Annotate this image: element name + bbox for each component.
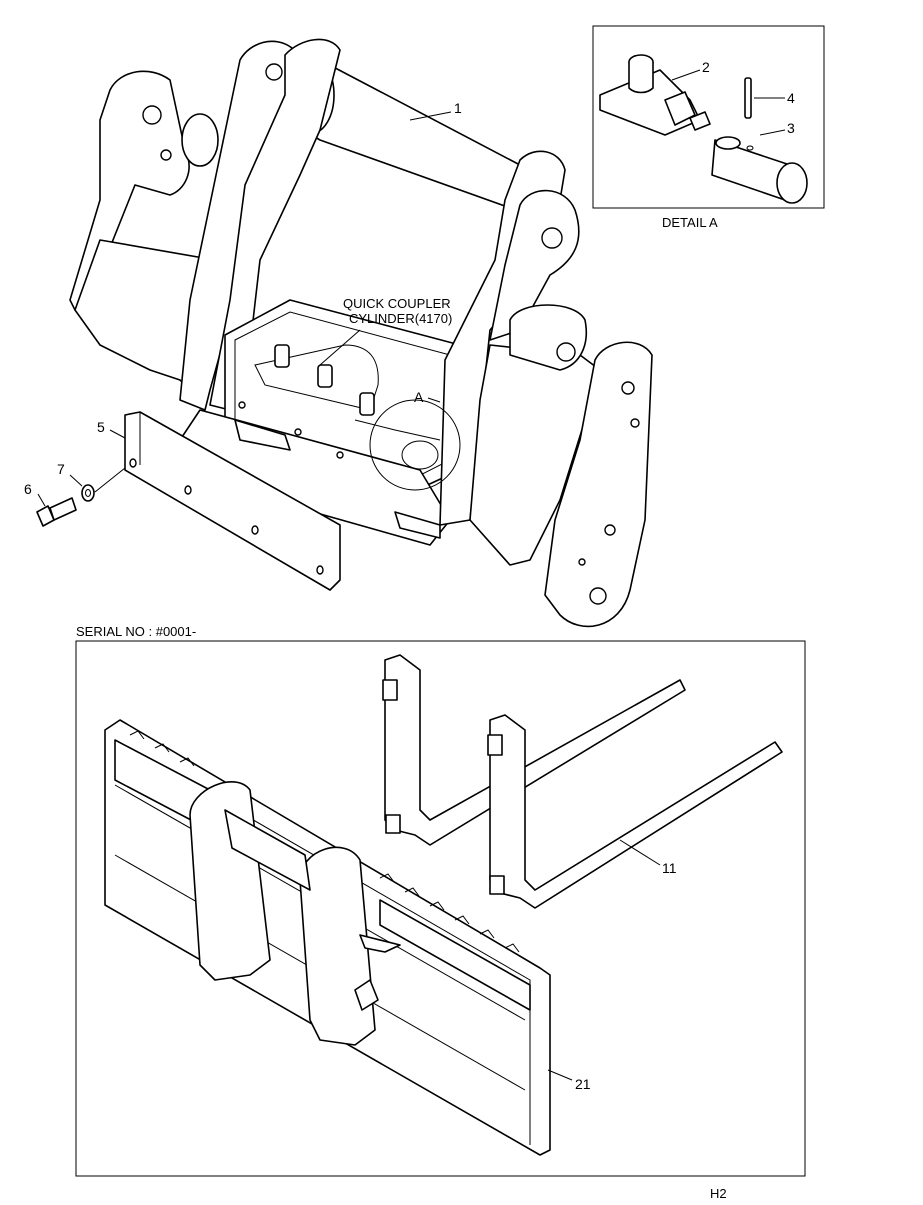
detail-a-box bbox=[592, 25, 825, 209]
callout-21: 21 bbox=[575, 1076, 591, 1092]
callout-7: 7 bbox=[57, 461, 65, 477]
detail-pin-tip bbox=[689, 111, 711, 131]
right-ear-plate bbox=[489, 189, 580, 341]
right-ear-hole bbox=[541, 227, 563, 249]
left-ear-hole bbox=[142, 105, 162, 125]
leader-6 bbox=[37, 493, 46, 507]
plate-hole-3 bbox=[251, 525, 259, 535]
detail-bushing-top bbox=[715, 136, 741, 150]
front-fork-hook-top bbox=[487, 734, 503, 756]
lower-hole-2 bbox=[294, 428, 302, 436]
plate-hole-4 bbox=[316, 565, 324, 575]
cylinder-label-line1: QUICK COUPLER bbox=[343, 296, 451, 311]
detail-bushing-end bbox=[776, 162, 808, 204]
right-outer-plate bbox=[544, 341, 653, 628]
front-fork-hook-bottom bbox=[489, 875, 505, 895]
back-fork-hook-top bbox=[382, 679, 398, 701]
leader-1 bbox=[409, 111, 452, 121]
detail-a-marker-line bbox=[427, 397, 441, 403]
leader-21 bbox=[547, 1069, 573, 1081]
serial-label: SERIAL NO : #0001- bbox=[76, 624, 196, 639]
left-boss bbox=[181, 113, 219, 167]
callout-6: 6 bbox=[24, 481, 32, 497]
bolt-shank bbox=[49, 497, 77, 521]
cylinder-port-2 bbox=[317, 364, 333, 388]
washer-hole bbox=[85, 489, 91, 497]
plate-hole-2 bbox=[184, 485, 192, 495]
detail-bushing-pinhole bbox=[746, 145, 754, 151]
right-body bbox=[469, 344, 601, 566]
leader-2 bbox=[671, 69, 701, 81]
callout-3: 3 bbox=[787, 120, 795, 136]
cylinder-rod bbox=[354, 419, 441, 441]
leader-3 bbox=[759, 129, 786, 136]
carriage-bracket-link bbox=[224, 809, 311, 891]
detail-pin-post bbox=[628, 62, 654, 94]
back-fork bbox=[384, 654, 686, 846]
detail-a-circle bbox=[369, 399, 461, 491]
leader-5 bbox=[109, 429, 126, 439]
second-inner-plate bbox=[209, 38, 341, 411]
cylinder-port-1 bbox=[274, 344, 290, 368]
coupler-frame bbox=[69, 38, 653, 628]
lower-slot-right bbox=[394, 511, 441, 539]
detail-pin-step bbox=[664, 91, 696, 126]
right-plate-hole-5 bbox=[578, 558, 586, 566]
detail-spring-pin bbox=[744, 77, 752, 119]
washer-to-plate-line bbox=[94, 467, 126, 493]
fork-assembly-frame bbox=[75, 640, 806, 1177]
mounting-plate bbox=[124, 411, 341, 591]
right-plate-hole-2 bbox=[630, 418, 640, 428]
lower-slot-left bbox=[234, 419, 291, 451]
right-plate-hole-3 bbox=[604, 524, 616, 536]
cylinder-leader bbox=[319, 329, 361, 366]
cylinder-port-3 bbox=[359, 392, 375, 416]
pallet-forks bbox=[382, 654, 783, 909]
right-boss-hole bbox=[556, 342, 576, 362]
bolt bbox=[36, 497, 77, 527]
detail-a-bushing-in-place bbox=[401, 440, 439, 470]
leader-11 bbox=[619, 839, 661, 866]
callout-4: 4 bbox=[787, 90, 795, 106]
leader-7 bbox=[69, 474, 83, 487]
left-ear-hole-small bbox=[160, 149, 172, 161]
detail-a-title: DETAIL A bbox=[662, 215, 718, 230]
right-plate-hole-4 bbox=[589, 587, 607, 605]
carriage-slot-right bbox=[379, 899, 531, 1011]
left-inner-hole bbox=[265, 63, 283, 81]
washer bbox=[81, 484, 95, 502]
carriage-latch bbox=[359, 934, 401, 953]
plate-hole-1 bbox=[129, 458, 137, 468]
lower-hole-3 bbox=[336, 451, 344, 459]
footer-code: H2 bbox=[710, 1186, 727, 1200]
carriage-notches bbox=[129, 730, 520, 953]
fork-carriage bbox=[104, 719, 551, 1156]
front-fork bbox=[489, 714, 783, 909]
detail-a-marker: A bbox=[414, 389, 424, 405]
back-fork-hook-bottom bbox=[385, 814, 401, 834]
carriage-lock bbox=[354, 979, 379, 1011]
callout-5: 5 bbox=[97, 419, 105, 435]
callout-1: 1 bbox=[454, 100, 462, 116]
callout-11: 11 bbox=[662, 860, 677, 876]
detail-a-frame bbox=[592, 25, 825, 209]
lower-hole-1 bbox=[238, 401, 246, 409]
cylinder-label-line2: CYLINDER(4170) bbox=[349, 311, 452, 326]
callout-2: 2 bbox=[702, 59, 710, 75]
right-plate-hole-1 bbox=[621, 381, 635, 395]
